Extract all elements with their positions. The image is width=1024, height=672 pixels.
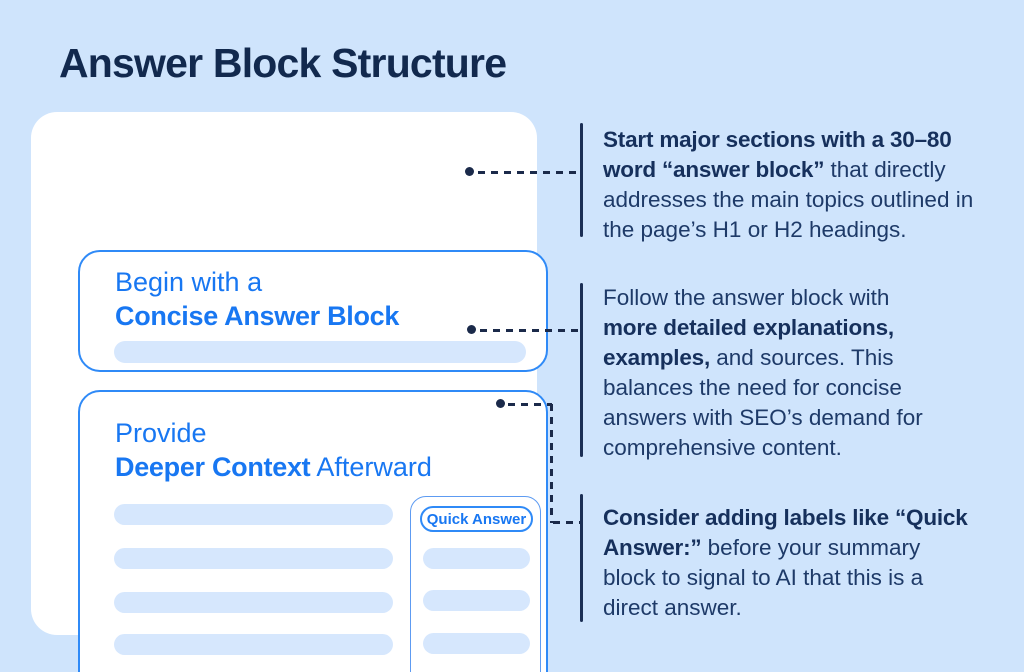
- placeholder-bar: [114, 504, 393, 525]
- box2-heading-line1: Provide: [115, 418, 207, 448]
- box2-heading-line2-bold: Deeper Context: [115, 452, 311, 482]
- annotation-text-run: Start major sections with a 30–80: [603, 127, 952, 152]
- annotation-text-run: direct answer.: [603, 595, 742, 620]
- box2-heading: Provide Deeper Context Afterward: [115, 416, 432, 484]
- annotation-text-run: that directly: [824, 157, 946, 182]
- annotation-text-run: addresses the main topics outlined in: [603, 187, 974, 212]
- annotation-text-run: comprehensive content.: [603, 435, 842, 460]
- connector-dashed-line: [550, 404, 553, 523]
- box1-heading-line2: Concise Answer Block: [115, 301, 400, 331]
- concise-answer-block-box: Begin with a Concise Answer Block: [78, 250, 548, 372]
- placeholder-bar: [423, 633, 530, 654]
- connector-dot: [467, 325, 476, 334]
- deeper-context-box: Provide Deeper Context Afterward Quick A…: [78, 390, 548, 672]
- box2-heading-line2-regular: Afterward: [310, 452, 432, 482]
- quick-answer-pill: Quick Answer: [420, 506, 533, 532]
- connector-dashed-line: [508, 403, 552, 406]
- connector-dashed-line: [480, 329, 580, 332]
- placeholder-bar: [423, 548, 530, 569]
- annotation-text-run: Answer:”: [603, 535, 702, 560]
- annotation-text-run: word “answer block”: [603, 157, 825, 182]
- annotation-divider: [580, 283, 583, 457]
- quick-answer-label: Quick Answer: [426, 510, 527, 528]
- annotation-text-run: answers with SEO’s demand for: [603, 405, 923, 430]
- annotation-text-run: before your summary: [701, 535, 921, 560]
- annotation-text-run: block to signal to AI that this is a: [603, 565, 924, 590]
- connector-dot: [465, 167, 474, 176]
- annotation-text-run: Follow the answer block with: [603, 285, 890, 310]
- connector-dot: [496, 399, 505, 408]
- annotation-text-run: Consider adding labels like “Quick: [603, 505, 968, 530]
- annotation-divider: [580, 123, 583, 237]
- page-title: Answer Block Structure: [59, 40, 507, 86]
- annotation-text-run: examples,: [603, 345, 711, 370]
- placeholder-bar: [114, 548, 393, 569]
- annotation-text-run: more detailed explanations,: [603, 315, 894, 340]
- answer-page-mockup-card: Begin with a Concise Answer Block Provid…: [31, 112, 548, 672]
- annotation-text-run: the page’s H1 or H2 headings.: [603, 217, 907, 242]
- quick-answer-summary-box: Quick Answer: [410, 496, 541, 672]
- placeholder-bar: [423, 590, 530, 611]
- annotation-paragraph-answer-block: Start major sections with a 30–80 word “a…: [603, 125, 973, 245]
- placeholder-bar: [114, 341, 526, 363]
- box1-heading-line1: Begin with a: [115, 267, 263, 297]
- annotation-text-run: balances the need for concise: [603, 375, 902, 400]
- annotation-paragraph-deeper-context: Follow the answer block with more detaile…: [603, 283, 923, 463]
- connector-dashed-line: [478, 171, 580, 174]
- placeholder-bar: [114, 592, 393, 613]
- connector-dashed-line: [553, 521, 580, 524]
- placeholder-bar: [114, 634, 393, 655]
- annotation-divider: [580, 494, 583, 622]
- box1-heading: Begin with a Concise Answer Block: [115, 265, 399, 333]
- annotation-text-run: and sources. This: [710, 345, 894, 370]
